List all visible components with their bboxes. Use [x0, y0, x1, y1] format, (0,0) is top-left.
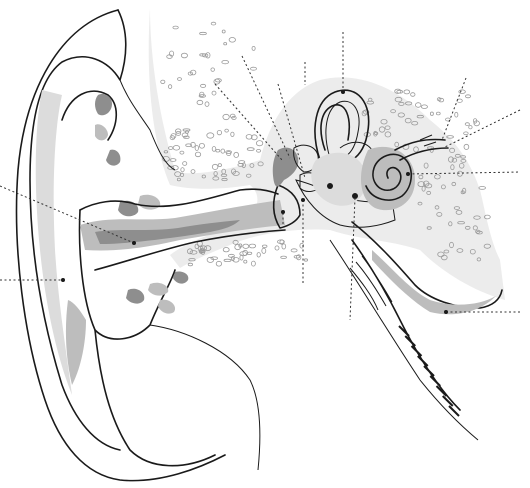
- bone-cell: [217, 130, 221, 134]
- bone-cell: [249, 244, 256, 248]
- bone-cell: [229, 38, 235, 43]
- tube-ridges: [399, 326, 459, 416]
- bone-cell: [168, 85, 171, 89]
- bone-cell: [459, 90, 466, 94]
- leader-dot-cochlea: [406, 172, 410, 176]
- bone-cell: [207, 257, 214, 262]
- bone-cell: [197, 100, 203, 104]
- bone-cell: [178, 78, 182, 81]
- bone-cell: [465, 123, 469, 126]
- bone-cell: [218, 164, 221, 167]
- bone-cell: [195, 152, 200, 157]
- bone-cell: [455, 112, 458, 117]
- tube-ridge: [424, 366, 434, 376]
- leader-dot-semicircular-canals: [341, 90, 345, 94]
- tube-ridge: [430, 376, 440, 386]
- bone-cell: [201, 84, 206, 87]
- bone-cell: [275, 246, 279, 250]
- bone-cell: [397, 90, 403, 93]
- bone-cell: [244, 260, 247, 263]
- bone-cell: [216, 149, 220, 152]
- bone-cell: [291, 249, 297, 252]
- bone-cell: [257, 149, 261, 152]
- bone-cell: [223, 248, 229, 252]
- bone-cell: [234, 152, 239, 157]
- bone-cell: [181, 168, 184, 172]
- bone-cell: [221, 149, 225, 153]
- bone-cell: [411, 93, 415, 97]
- bone-cell: [421, 105, 427, 109]
- bone-cell: [216, 261, 221, 266]
- bone-cell: [465, 95, 470, 98]
- bone-cell: [212, 91, 216, 95]
- bone-cell: [436, 112, 440, 115]
- leader-malleus: [215, 84, 282, 160]
- leader-vestibular-nerve: [442, 78, 466, 140]
- bone-cell: [262, 245, 267, 247]
- temporal-bone: [149, 8, 505, 300]
- bone-cell: [200, 32, 207, 34]
- bone-cell: [251, 67, 257, 70]
- leader-dot-eardrum: [281, 210, 285, 214]
- tube-ridge: [418, 356, 428, 366]
- bone-cell: [173, 26, 178, 29]
- antihelix-shading: [66, 300, 86, 385]
- bone-cell: [257, 253, 260, 258]
- leader-dot-ear-canal: [132, 241, 136, 245]
- bone-cell: [231, 132, 234, 136]
- bone-cell: [222, 30, 225, 33]
- bone-cell: [479, 187, 486, 190]
- bone-cell: [211, 68, 215, 71]
- bone-cell: [212, 147, 216, 152]
- lobule-edge: [95, 330, 215, 466]
- leader-dot-auricle: [61, 278, 65, 282]
- bone-cell: [464, 132, 469, 135]
- bone-cell: [247, 252, 251, 254]
- bone-cell: [239, 161, 245, 164]
- bone-cell: [173, 146, 180, 151]
- bone-cell: [211, 22, 216, 25]
- bone-cell: [180, 151, 184, 154]
- bone-cell: [251, 261, 255, 266]
- bone-cell: [415, 103, 421, 108]
- bone-cell: [252, 46, 255, 50]
- oval-window-dot: [327, 183, 333, 189]
- bone-cell: [161, 80, 165, 83]
- cartilage-pieces: [95, 94, 188, 314]
- leader-dot-tympanic-cavity: [301, 198, 305, 202]
- leader-dot-eustachian-tube: [444, 310, 448, 314]
- bone-cell: [262, 248, 266, 253]
- bone-cell: [223, 114, 229, 119]
- bone-cell: [222, 60, 229, 63]
- bone-cell: [224, 43, 227, 45]
- bone-cell: [256, 141, 262, 146]
- bone-cell: [247, 148, 254, 151]
- bone-cell: [183, 162, 187, 166]
- bone-cell: [404, 90, 410, 94]
- bone-cell: [191, 170, 195, 174]
- bone-cell: [469, 126, 472, 129]
- bone-cell: [430, 112, 433, 115]
- tube-ridge: [412, 346, 422, 356]
- bone-cell: [304, 259, 307, 261]
- bone-cell: [225, 129, 229, 132]
- tube-ridge: [405, 336, 415, 346]
- bone-cell: [199, 143, 204, 148]
- bone-cell: [207, 133, 214, 138]
- bone-cell: [169, 147, 173, 150]
- leader-cochlear-nerve: [445, 110, 520, 147]
- inner-fold: [150, 325, 260, 470]
- bone-cell: [224, 259, 231, 261]
- bone-cell: [183, 129, 190, 131]
- bone-cell: [181, 53, 187, 58]
- bone-cell: [205, 102, 209, 107]
- bone-cell: [243, 244, 249, 248]
- bone-cell: [195, 146, 198, 151]
- bone-cell: [281, 256, 287, 258]
- bone-cell: [464, 144, 469, 149]
- bone-cell: [188, 263, 192, 266]
- bone-cell: [212, 164, 218, 169]
